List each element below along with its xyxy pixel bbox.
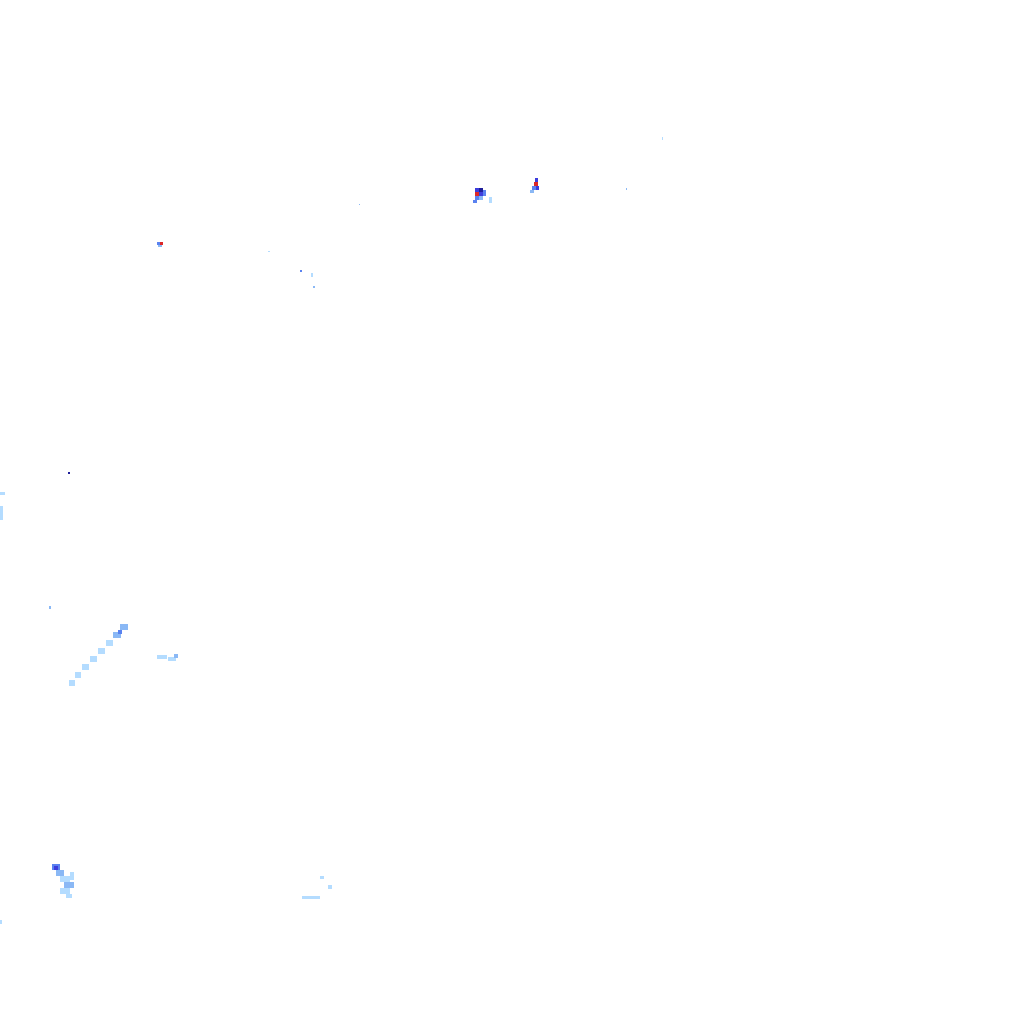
radar-echo-cell: [302, 896, 320, 899]
radar-echo-cell: [475, 192, 479, 196]
radar-echo-cell: [68, 472, 70, 474]
radar-echo-cell: [113, 632, 121, 638]
radar-echo-cell: [160, 242, 163, 245]
radar-echo-cell: [70, 872, 74, 880]
radar-echo-cell: [106, 640, 113, 646]
radar-echo-cell: [56, 870, 64, 876]
radar-echo-cell: [158, 245, 162, 247]
radar-echo-cell: [475, 196, 479, 200]
radar-echo-cell: [473, 200, 477, 203]
radar-echo-cell: [168, 657, 176, 661]
radar-echo-cell: [532, 186, 536, 190]
radar-echo-cell: [328, 885, 332, 889]
radar-echo-cell: [0, 492, 5, 495]
radar-echo-cell: [49, 606, 51, 609]
radar-echo-cell: [268, 251, 270, 252]
radar-echo-cell: [118, 630, 122, 634]
radar-echo-cell: [479, 192, 483, 196]
radar-echo-cell: [534, 182, 538, 186]
radar-echo-cell: [359, 204, 360, 205]
radar-echo-cell: [174, 654, 178, 658]
radar-echo-cell: [90, 656, 97, 662]
radar-echo-cell: [66, 894, 72, 898]
precipitation-echoes: [0, 137, 663, 924]
radar-echo-cell: [475, 188, 479, 192]
radar-echo-cell: [320, 876, 324, 879]
radar-echo-cell: [98, 648, 105, 654]
radar-echo-cell: [535, 178, 538, 182]
radar-echo-cell: [489, 197, 492, 203]
radar-echo-cell: [483, 190, 486, 196]
radar-echo-cell: [479, 188, 483, 192]
radar-echo-cell: [300, 270, 302, 272]
radar-echo-cell: [82, 664, 89, 670]
radar-echo-cell: [313, 286, 315, 288]
radar-echo-cell: [536, 186, 539, 190]
radar-echo-cell: [60, 888, 70, 894]
radar-echo-cell: [530, 190, 534, 193]
radar-echo-cell: [662, 137, 663, 140]
radar-echo-cell: [75, 672, 81, 678]
radar-echo-cell: [69, 680, 75, 686]
radar-echo-cell: [54, 866, 58, 870]
radar-echo-cell: [0, 506, 3, 520]
radar-echo-cell: [157, 655, 167, 659]
radar-echo-cell: [0, 920, 2, 924]
radar-echo-cell: [64, 882, 74, 888]
radar-echo-cell: [157, 242, 160, 245]
radar-echo-cell: [311, 273, 313, 277]
radar-echo-cell: [479, 196, 483, 200]
radar-echo-cell: [120, 624, 128, 630]
radar-echo-cell: [60, 876, 70, 882]
radar-echo-cell: [626, 188, 627, 190]
